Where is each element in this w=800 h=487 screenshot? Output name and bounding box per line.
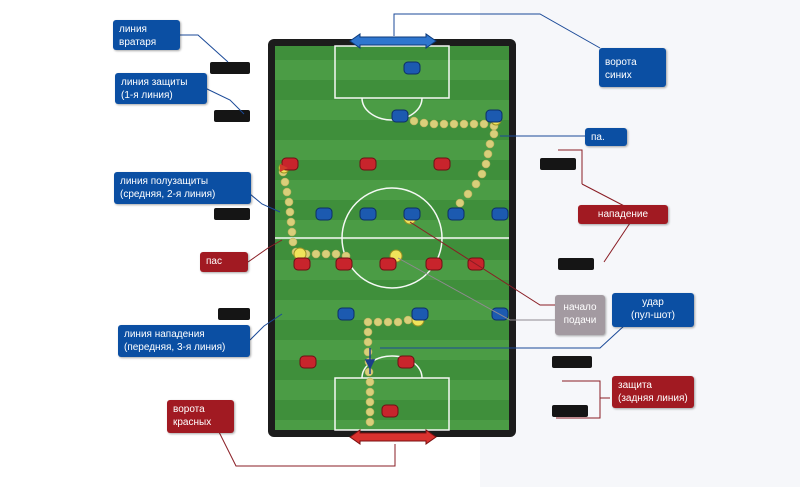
label-text: красных	[173, 417, 212, 428]
handle-right-8	[552, 405, 588, 417]
field-markings	[275, 45, 509, 431]
player-red	[299, 355, 317, 369]
leader-lines-red	[213, 149, 633, 467]
handle-right-7	[552, 356, 592, 368]
label-text: па.	[591, 132, 605, 143]
player-red	[335, 257, 353, 271]
player-red	[397, 355, 415, 369]
label-text: вратаря	[119, 37, 157, 48]
pass-marker	[280, 164, 288, 172]
players-red	[281, 157, 485, 418]
label-midfield-line: линия полузащиты (средняя, 2-я линия)	[114, 172, 251, 204]
label-text: линия защиты	[121, 77, 188, 88]
player-blue	[411, 307, 429, 321]
label-text: защита	[618, 380, 652, 391]
label-goalkeeper-line: линия вратаря	[113, 20, 180, 50]
player-red	[425, 257, 443, 271]
label-defense: защита (задняя линия)	[612, 376, 694, 408]
label-text: линия полузащиты	[120, 176, 209, 187]
rod-handles	[210, 62, 594, 417]
label-text: линия нападения	[124, 329, 205, 340]
handle-right-3	[540, 158, 576, 170]
shot-arrow	[364, 348, 376, 374]
player-red	[379, 257, 397, 271]
player-red	[359, 157, 377, 171]
label-text: линия	[119, 24, 147, 35]
player-blue	[315, 207, 333, 221]
handle-left-1	[210, 62, 250, 74]
player-blue	[403, 207, 421, 221]
label-defense-line: линия защиты (1-я линия)	[115, 73, 207, 104]
player-blue	[403, 61, 421, 75]
player-blue	[485, 109, 503, 123]
label-blue-goal: ворота синих	[599, 48, 666, 87]
leader-lines-blue	[180, 13, 626, 349]
player-blue	[391, 109, 409, 123]
player-blue	[491, 207, 509, 221]
handle-right-5	[558, 258, 594, 270]
label-text: (задняя линия)	[618, 393, 688, 404]
label-text: (пул-шот)	[631, 310, 675, 321]
player-red	[381, 404, 399, 418]
label-text: начало	[563, 302, 597, 313]
handle-left-4	[214, 208, 250, 220]
label-text: синих	[605, 70, 632, 81]
label-text: ворота	[173, 404, 205, 415]
label-kickoff: начало подачи	[555, 295, 605, 335]
handle-left-6	[218, 308, 250, 320]
label-text: ворота	[605, 57, 637, 68]
handle-left-2	[214, 110, 250, 122]
leader-lines-gray	[397, 257, 555, 321]
label-shot: удар (пул-шот)	[612, 293, 694, 327]
player-blue	[359, 207, 377, 221]
label-text: (средняя, 2-я линия)	[120, 189, 216, 200]
label-attack: нападение	[578, 205, 668, 224]
players-blue	[315, 61, 509, 321]
label-text: пас	[206, 256, 222, 267]
label-pass: пас	[200, 252, 248, 272]
label-attack-line: линия нападения (передняя, 3-я линия)	[118, 325, 250, 357]
label-red-goal: ворота красных	[167, 400, 234, 433]
label-pass-top: па.	[585, 128, 627, 146]
blue-goal	[349, 33, 437, 49]
label-text: нападение	[597, 209, 649, 220]
player-blue	[337, 307, 355, 321]
label-text: (передняя, 3-я линия)	[124, 342, 226, 353]
red-goal	[349, 429, 437, 445]
player-blue	[447, 207, 465, 221]
label-text: удар	[642, 297, 664, 308]
player-red	[433, 157, 451, 171]
player-red	[293, 257, 311, 271]
label-text: подачи	[563, 315, 597, 326]
label-text: (1-я линия)	[121, 90, 173, 101]
